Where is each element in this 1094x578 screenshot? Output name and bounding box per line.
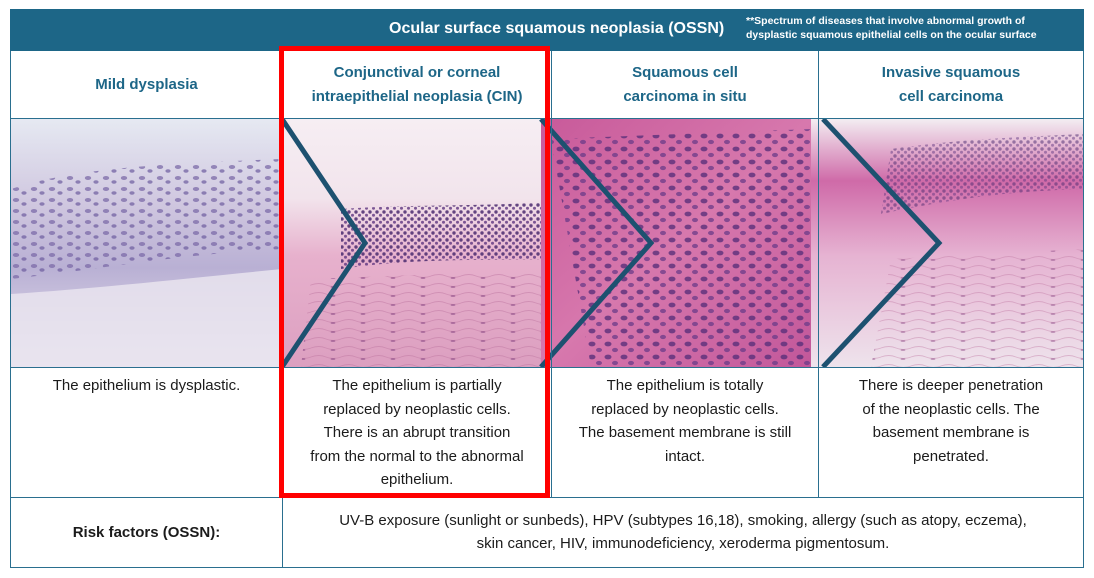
description-line: The epithelium is totally	[606, 377, 764, 394]
description-line: basement membrane is	[872, 424, 1030, 441]
description-line: penetrated.	[913, 447, 989, 465]
heading-line: carcinoma in situ	[623, 88, 747, 105]
risk-factors-text: UV-B exposure (sunlight or sunbeds), HPV…	[283, 497, 1083, 567]
column-divider	[818, 367, 819, 497]
description-line: There is an abrupt transition	[323, 424, 511, 441]
banner-note-line: **Spectrum of diseases that involve abno…	[746, 15, 1025, 27]
description-cin: The epithelium is partially replaced by …	[283, 367, 551, 497]
heading-line: Squamous cell	[632, 64, 738, 81]
risk-factors-label: Risk factors (OSSN):	[72, 523, 221, 541]
description-line: from the normal to the abnormal	[310, 447, 524, 465]
histology-image-strip	[11, 119, 1083, 367]
column-divider	[282, 497, 283, 567]
description-line: intact.	[664, 447, 706, 465]
heading-line: Conjunctival or corneal	[333, 64, 501, 81]
description-line: There is deeper penetration	[858, 377, 1044, 394]
heading-line: Invasive squamous	[881, 64, 1021, 81]
risk-factors-line: skin cancer, HIV, immunodeficiency, xero…	[476, 535, 890, 552]
description-line: replaced by neoplastic cells.	[323, 400, 511, 418]
chevron-arrow	[821, 119, 943, 367]
description-line: The epithelium is dysplastic.	[52, 377, 241, 394]
description-invasive-carcinoma: There is deeper penetration of the neopl…	[819, 367, 1083, 497]
chevron-arrow	[279, 119, 369, 367]
banner-note-line: dysplastic squamous epithelial cells on …	[746, 29, 1037, 41]
risk-factors-line: UV-B exposure (sunlight or sunbeds), HPV…	[339, 512, 1027, 529]
heading-invasive-carcinoma: Invasive squamous cell carcinoma	[819, 51, 1083, 119]
description-line: The basement membrane is still	[578, 424, 792, 441]
description-line: epithelium.	[380, 471, 454, 488]
title-banner: Ocular surface squamous neoplasia (OSSN)…	[10, 9, 1084, 51]
banner-note: **Spectrum of diseases that involve abno…	[746, 14, 1081, 42]
description-line: replaced by neoplastic cells.	[591, 400, 779, 418]
description-carcinoma-in-situ: The epithelium is totally replaced by ne…	[552, 367, 818, 497]
description-line: The epithelium is partially	[332, 377, 502, 394]
heading-line: Mild dysplasia	[95, 76, 198, 93]
heading-carcinoma-in-situ: Squamous cell carcinoma in situ	[552, 51, 818, 119]
heading-line: cell carcinoma	[898, 88, 1004, 105]
cin-highlight-box	[279, 46, 550, 498]
banner-title: Ocular surface squamous neoplasia (OSSN)	[389, 20, 725, 37]
description-line: of the neoplastic cells. The	[862, 400, 1040, 418]
column-divider	[551, 367, 552, 497]
chevron-arrow	[539, 119, 655, 367]
heading-mild-dysplasia: Mild dysplasia	[11, 51, 282, 119]
column-divider	[551, 51, 552, 367]
column-divider	[818, 51, 819, 367]
heading-cin: Conjunctival or corneal intraepithelial …	[283, 51, 551, 119]
heading-line: intraepithelial neoplasia (CIN)	[311, 88, 523, 105]
description-mild-dysplasia: The epithelium is dysplastic.	[11, 367, 282, 497]
